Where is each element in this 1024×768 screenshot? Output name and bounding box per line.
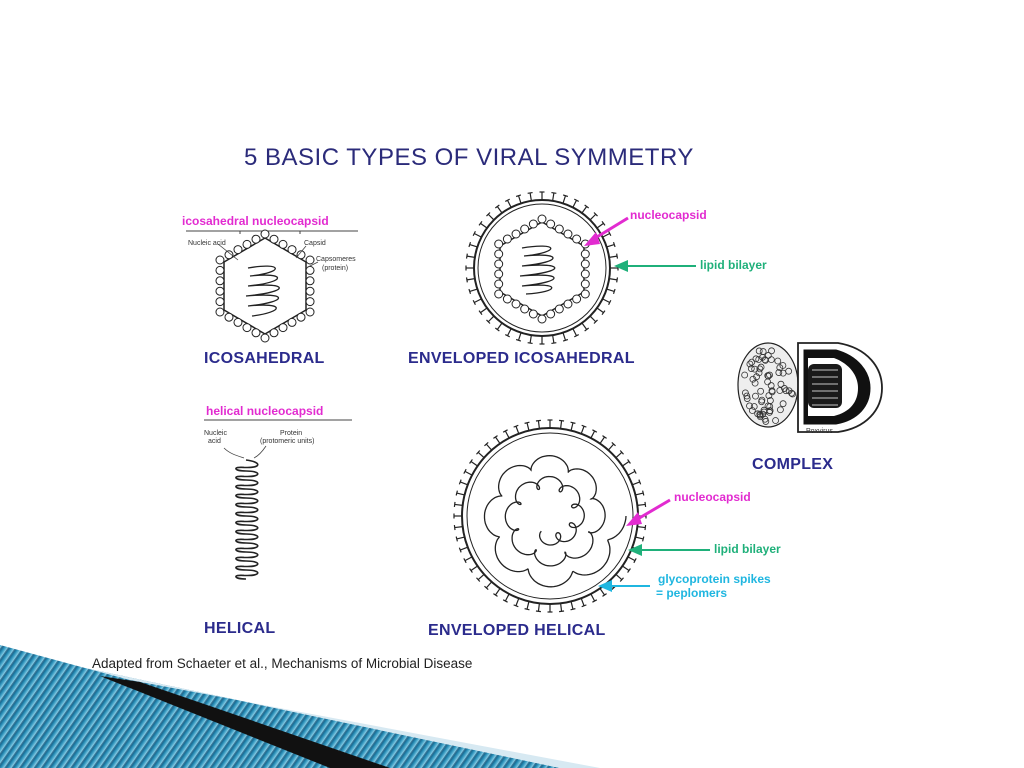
enveloped-icosahedral-label: ENVELOPED ICOSAHEDRAL xyxy=(408,350,635,368)
enveloped-icosahedral-lipid-label: lipid bilayer xyxy=(700,258,767,272)
nucleocapsid-arrow-2 xyxy=(636,500,670,520)
peplomers-label: = peplomers xyxy=(656,586,727,600)
icosahedral-nucleic-acid-label: Nucleic acid xyxy=(188,240,226,248)
icosahedral-header: icosahedral nucleocapsid xyxy=(182,214,329,228)
nucleic-acid-coil xyxy=(246,266,279,316)
helical-nucleic-label: Nucleic xyxy=(204,430,227,438)
icosahedral-label: ICOSAHEDRAL xyxy=(204,350,325,368)
source-credit: Adapted from Schaeter et al., Mechanisms… xyxy=(92,656,472,671)
enveloped-helical-lipid-label: lipid bilayer xyxy=(714,542,781,556)
complex-caption: Poxvirus xyxy=(806,428,833,436)
complex-figure xyxy=(738,343,882,432)
helical-protomeric-label: (protomeric units) xyxy=(260,438,314,446)
helical-acid-label: acid xyxy=(208,438,221,446)
icosahedral-capsomeres-label: Capsomeres xyxy=(316,256,356,264)
helical-label: HELICAL xyxy=(204,620,275,638)
glycoprotein-spikes-label: glycoprotein spikes xyxy=(658,572,771,586)
capsomere-beads xyxy=(216,230,314,342)
enveloped-helical-nucleocapsid-label: nucleocapsid xyxy=(674,490,751,504)
helical-header: helical nucleocapsid xyxy=(206,404,323,418)
helical-protein-label: Protein xyxy=(280,430,302,438)
enveloped-helical-label: ENVELOPED HELICAL xyxy=(428,622,606,640)
icosahedral-capsid-label: Capsid xyxy=(304,240,326,248)
enveloped-icosahedral-nucleocapsid-label: nucleocapsid xyxy=(630,208,707,222)
icosahedral-protein-label: (protein) xyxy=(322,265,348,273)
complex-label: COMPLEX xyxy=(752,456,833,474)
